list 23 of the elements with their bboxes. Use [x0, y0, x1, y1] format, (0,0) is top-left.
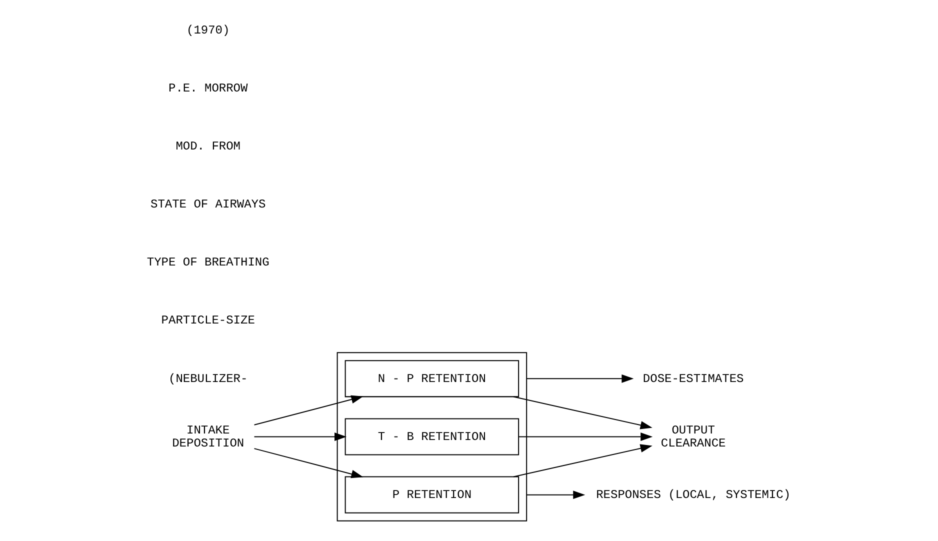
cluster [336, 352, 527, 522]
arrow [526, 490, 585, 500]
arrow [253, 395, 363, 426]
arrow [253, 432, 346, 441]
label: PARTICLE-SIZE [160, 314, 254, 328]
arrow [518, 432, 652, 441]
label: (1970) [186, 23, 230, 38]
label: STATE OF AIRWAYS [150, 198, 266, 212]
node-box: P RETENTION [344, 476, 519, 514]
arrow [512, 396, 652, 430]
label: (NEBULIZER- [168, 372, 248, 386]
label: TYPE OF BREATHING [146, 256, 269, 270]
arrow [526, 374, 634, 383]
node-box: T - B RETENTION [344, 418, 519, 456]
node-text: RESPONSES (LOCAL, SYSTEMIC) [596, 488, 790, 502]
arrow [512, 444, 652, 478]
label: MOD. FROM [175, 139, 240, 154]
node-box: N - P RETENTION [344, 360, 519, 398]
node-text: DOSE-ESTIMATES [642, 372, 744, 386]
node-text: OUTPUT CLEARANCE [660, 423, 726, 450]
label: P.E. MORROW [168, 81, 248, 96]
node-text: INTAKE DEPOSITION [172, 423, 244, 450]
arrow [253, 448, 363, 478]
